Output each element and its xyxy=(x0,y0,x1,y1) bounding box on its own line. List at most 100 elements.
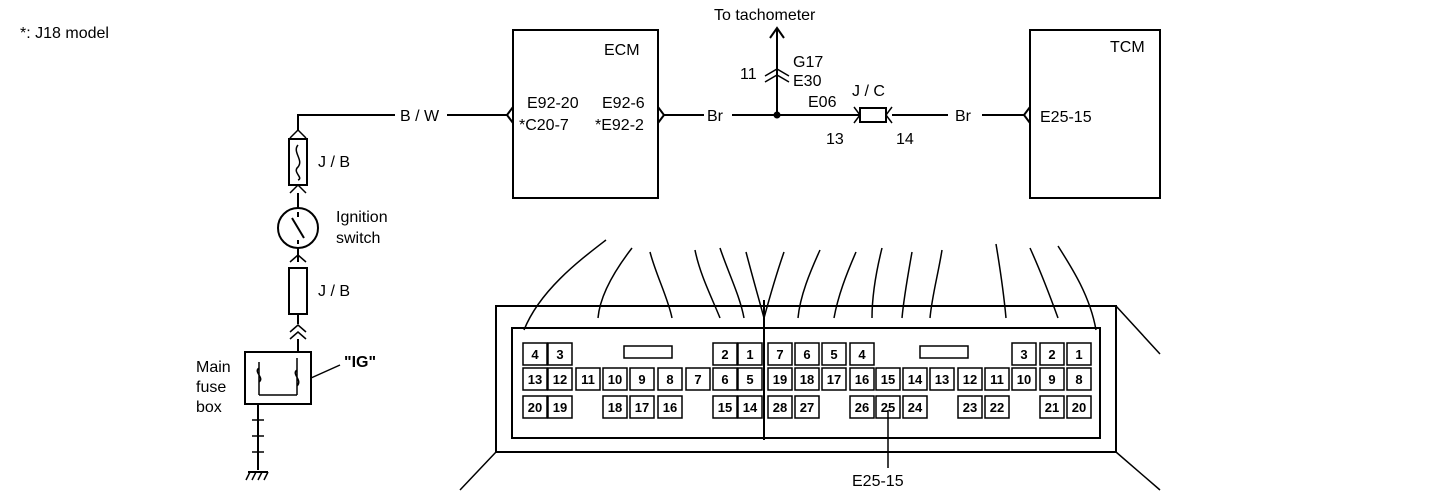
connector-pin-number: 10 xyxy=(1017,372,1031,387)
connector-pin-number: 9 xyxy=(638,372,645,387)
tachometer-label: To tachometer xyxy=(714,7,816,24)
harness-wire xyxy=(694,249,721,319)
connector-pin-number: 17 xyxy=(635,400,649,415)
connector-pin-cell xyxy=(1011,367,1037,391)
connector-pin-cell xyxy=(957,367,983,391)
ecm-box xyxy=(512,29,659,199)
ecm-pin-right-alt: *E92-2 xyxy=(595,117,644,134)
connector-pin-number: 27 xyxy=(800,400,814,415)
model-note: *: J18 model xyxy=(20,25,109,42)
connector-pin-cell xyxy=(902,367,928,391)
junction-e30: E30 xyxy=(793,73,822,90)
connector-pin-number: 8 xyxy=(666,372,673,387)
connector-pin-cell xyxy=(1039,367,1065,391)
connector-pin-number: 2 xyxy=(1048,347,1055,362)
harness-wire xyxy=(901,251,913,319)
connector-pin-number: 26 xyxy=(855,400,869,415)
connector-pin-number: 28 xyxy=(773,400,787,415)
connector-pin-cell xyxy=(984,367,1010,391)
ecm-pin-left: E92-20 xyxy=(527,95,579,112)
connector-pin-cell xyxy=(794,395,820,419)
connector-pin-cell xyxy=(767,395,793,419)
connector-pin-number: 14 xyxy=(908,372,923,387)
connector-pin-number: 18 xyxy=(608,400,622,415)
connector-pin-cell xyxy=(685,367,711,391)
connector-perspective-lines xyxy=(459,305,1161,491)
br-wire-left-label: Br xyxy=(707,108,724,125)
connector-pin-number: 12 xyxy=(963,372,977,387)
connector-pin-number: 5 xyxy=(746,372,753,387)
connector-pin-cell xyxy=(602,367,628,391)
harness-wire xyxy=(1057,245,1097,331)
jc-right-connector xyxy=(885,106,893,124)
connector-pin-cell xyxy=(1011,342,1037,366)
connector-pin-number: 2 xyxy=(721,347,728,362)
fusebox-connector-a xyxy=(289,324,307,333)
ecm-pin-right: E92-6 xyxy=(602,95,645,112)
connector-pin-number: 14 xyxy=(743,400,758,415)
connector-housing-outer xyxy=(495,305,1117,453)
connector-pin-cell xyxy=(547,395,573,419)
connector-pin-cell xyxy=(1039,342,1065,366)
connector-pin-number: 19 xyxy=(773,372,787,387)
connector-pin-cell xyxy=(712,395,738,419)
connector-pin-cell xyxy=(767,342,793,366)
connector-pin-cell xyxy=(902,395,928,419)
connector-pin-number: 7 xyxy=(776,347,783,362)
connector-pin-number: 24 xyxy=(908,400,923,415)
connector-pin-number: 9 xyxy=(1048,372,1055,387)
connector-pin-cell xyxy=(712,367,738,391)
fuse-box-label-3: box xyxy=(196,399,222,416)
fusebox-ig-element xyxy=(294,358,300,395)
ignition-label-1: Ignition xyxy=(336,209,388,226)
connector-pin-number: 1 xyxy=(746,347,753,362)
connector-housing-inner xyxy=(511,327,1101,439)
connector-pin-cell xyxy=(1039,395,1065,419)
connector-latch-right xyxy=(919,345,969,359)
connector-pin-cell xyxy=(522,342,548,366)
connector-pin-number: 15 xyxy=(718,400,732,415)
connector-pin-cell xyxy=(522,367,548,391)
connector-pin-cell xyxy=(821,367,847,391)
tcm-box xyxy=(1029,29,1161,199)
ignition-label-2: switch xyxy=(336,230,380,247)
jb-upper-label: J / B xyxy=(318,154,350,171)
connector-pin-cell xyxy=(957,395,983,419)
fusebox-left-element xyxy=(256,362,262,395)
connector-pin-number: 16 xyxy=(855,372,869,387)
junction-e06: E06 xyxy=(808,94,837,111)
tcm-connector xyxy=(1022,106,1031,124)
connector-pin-cell xyxy=(547,342,573,366)
connector-pin-number: 17 xyxy=(827,372,841,387)
connector-pin-number: 22 xyxy=(990,400,1004,415)
connector-pin-number: 20 xyxy=(1072,400,1086,415)
ig-label: "IG" xyxy=(344,354,376,371)
connector-pin-number: 13 xyxy=(935,372,949,387)
connector-pin-number: 4 xyxy=(531,347,539,362)
connector-pin-number: 21 xyxy=(1045,400,1059,415)
ecm-title: ECM xyxy=(604,42,640,59)
ignition-switch-blade xyxy=(291,217,305,239)
connector-pin-cell xyxy=(1066,367,1092,391)
tach-arrow-icon xyxy=(769,26,785,39)
ecm-left-connector xyxy=(505,106,514,124)
jc-element xyxy=(859,107,887,123)
connector-pin-number: 19 xyxy=(553,400,567,415)
ground-hatch-icon xyxy=(245,471,269,481)
connector-pin-number: 3 xyxy=(1020,347,1027,362)
harness-wire xyxy=(763,251,785,319)
connector-pin-number: 8 xyxy=(1075,372,1082,387)
fuse-box-label-1: Main xyxy=(196,359,231,376)
harness-wires xyxy=(523,239,1097,331)
connector-pin-cell xyxy=(629,367,655,391)
connector-pin-cell xyxy=(929,367,955,391)
connector-pin-cell xyxy=(602,395,628,419)
connector-pin-number: 20 xyxy=(528,400,542,415)
harness-wire xyxy=(523,239,607,331)
connector-pin-cell xyxy=(849,342,875,366)
connector-pin-cell xyxy=(794,367,820,391)
main-fuse-box xyxy=(244,351,312,405)
connector-pin-cell xyxy=(984,395,1010,419)
